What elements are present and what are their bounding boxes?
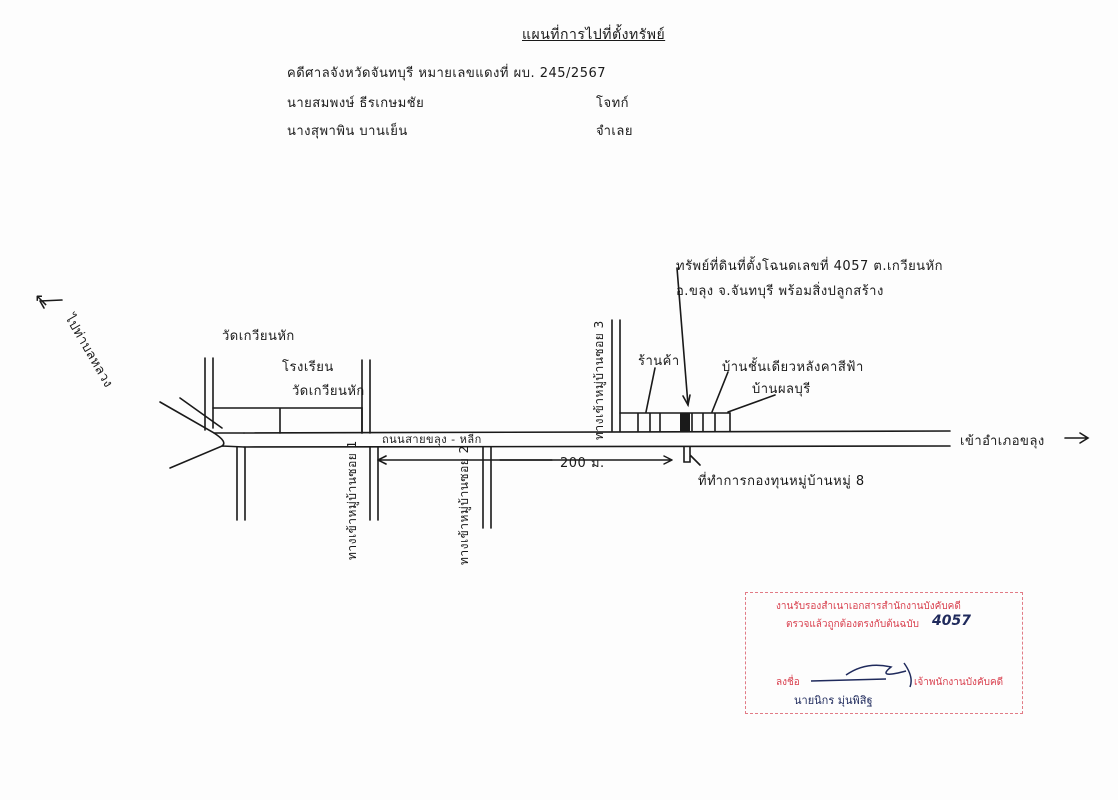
arrow-up-left: [39, 299, 63, 309]
arrow-up-left-icon: ↖: [34, 290, 50, 311]
stamp-signer-name: นายนิกร มุ่นพิสิฐ: [794, 694, 873, 707]
road-south-1a: [236, 446, 246, 521]
label-property-1: ทรัพย์ที่ดินที่ตั้งโฉนดเลขที่ 4057 ต.เกว…: [676, 259, 944, 274]
stamp-sign-label: ลงชื่อ: [776, 677, 800, 688]
label-distance: 200 ม.: [560, 456, 605, 471]
building-leader: [711, 371, 729, 413]
shop-leader: [645, 367, 656, 413]
junction-curve: [213, 432, 225, 447]
plaintiff-name: นายสมพงษ์ ธีรเกษมชัย: [287, 96, 425, 111]
label-school-1: โรงเรียน: [282, 360, 334, 375]
stamp-number: 4057: [932, 613, 971, 629]
label-shop: ร้านค้า: [638, 354, 680, 369]
plaintiff-label: โจทก์: [596, 96, 630, 111]
map-title: แผนที่การไปที่ตั้งทรัพย์: [522, 27, 666, 43]
stamp-position: เจ้าพนักงานบังคับคดี: [914, 677, 1004, 688]
signature-image: [810, 662, 912, 688]
fork-road-left-mid: [179, 397, 223, 429]
neighbor-leader: [727, 394, 776, 413]
stamp-line-2: ตรวจแล้วถูกต้องตรงกับต้นฉบับ: [786, 619, 920, 630]
road-south-soi1: [369, 446, 379, 521]
property-row: [619, 412, 731, 432]
label-main-road: ถนนสายขลุง - หลีก: [382, 433, 482, 446]
label-neighbor: บ้านผลบุรี: [752, 382, 811, 397]
fork-road-left-lower: [169, 445, 245, 469]
certification-stamp: งานรับรองสำเนาเอกสารสำนักงานบังคับคดี ตร…: [745, 592, 1023, 714]
road-north-soi3: [611, 319, 621, 432]
case-number-line: คดีศาลจังหวัดจันทบุรี หมายเลขแดงที่ ผบ. …: [287, 66, 607, 81]
property-leader-arrow: [682, 394, 691, 408]
label-soi1: ทางเข้าหมู่บ้านซอย 1: [345, 440, 359, 560]
label-property-2: อ.ขลุง จ.จันทบุรี พร้อมสิ่งปลูกสร้าง: [676, 284, 884, 299]
label-building: บ้านชั้นเดียวหลังคาสีฟ้า: [722, 360, 864, 375]
road-arrow-right: [1064, 432, 1090, 444]
defendant-name: นางสุพาพิน บานเย็น: [287, 124, 408, 139]
road-south-soi2: [482, 446, 492, 529]
label-school-2: วัดเกวียนหัก: [292, 384, 365, 399]
office-marker: [683, 446, 701, 466]
fork-road-left-upper: [159, 401, 245, 434]
defendant-label: จำเลย: [596, 124, 633, 139]
school-block: [212, 407, 363, 434]
property-leader: [676, 267, 689, 406]
label-temple: วัดเกวียนหัก: [222, 329, 295, 344]
distance-arrow-right: [499, 455, 673, 465]
school-road-side: [361, 359, 371, 434]
main-road-bottom-edge: [243, 445, 951, 448]
label-soi3: ทางเข้าหมู่บ้านซอย 3: [592, 320, 606, 440]
label-village-office: ที่ทำการกองทุนหมู่บ้านหมู่ 8: [698, 474, 865, 489]
label-to-right: เข้าอำเภอขลุง: [960, 434, 1045, 449]
property-plot: [680, 413, 690, 431]
label-soi2: ทางเข้าหมู่บ้านซอย 2: [457, 445, 471, 565]
stamp-line-1: งานรับรองสำเนาเอกสารสำนักงานบังคับคดี: [776, 601, 961, 612]
